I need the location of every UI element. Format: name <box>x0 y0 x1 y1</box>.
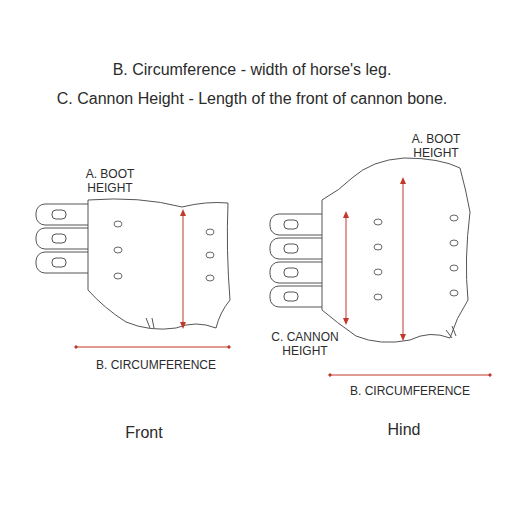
note-text: C. Cannon Height - Length of the front o… <box>57 89 448 108</box>
dimension-label: A. BOOT HEIGHT <box>70 167 150 196</box>
dimension-label: B. CIRCUMFERENCE <box>96 358 216 372</box>
view-label: Front <box>125 423 162 442</box>
view-label: Hind <box>388 420 421 439</box>
front-boot <box>36 199 230 329</box>
dimension-lines <box>75 177 491 376</box>
hind-boot <box>270 158 470 342</box>
note-text: B. Circumference - width of horse's leg. <box>113 60 392 79</box>
dimension-label: C. CANNON HEIGHT <box>260 330 350 359</box>
dimension-label: B. CIRCUMFERENCE <box>350 384 470 398</box>
dimension-label: A. BOOT HEIGHT <box>396 132 476 161</box>
